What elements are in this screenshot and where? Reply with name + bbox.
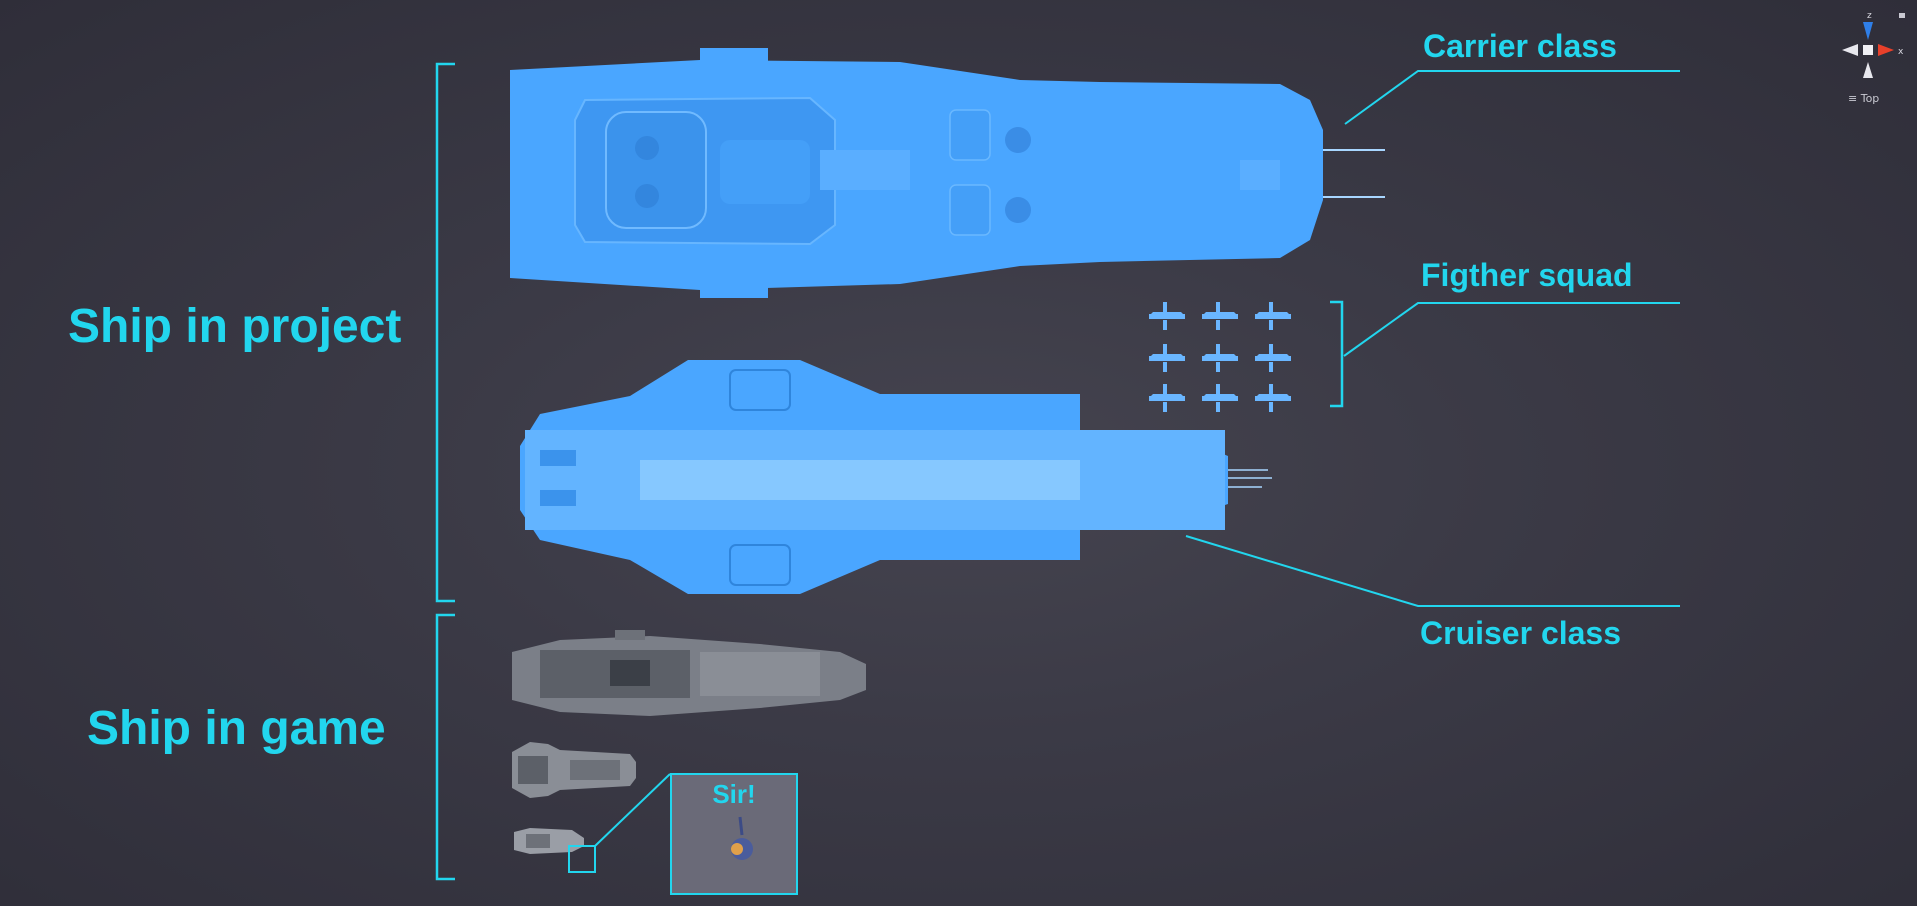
gizmo-center-cube-icon[interactable]: [1863, 45, 1873, 55]
project-bracket: [435, 62, 455, 603]
z-axis-arrow-icon[interactable]: [1863, 22, 1873, 40]
x-neg-arrow-icon[interactable]: [1842, 44, 1858, 56]
carrier-leader-line: [1344, 70, 1680, 125]
view-mode-text: Top: [1860, 92, 1880, 105]
x-axis-arrow-icon[interactable]: [1878, 44, 1894, 56]
game-ship-large[interactable]: [512, 630, 866, 716]
view-mode-label[interactable]: ≡ Top: [1848, 92, 1879, 105]
game-ship-medium[interactable]: [512, 742, 636, 798]
z-neg-arrow-icon[interactable]: [1863, 62, 1873, 78]
view-gizmo[interactable]: z x: [1836, 8, 1908, 108]
fighter-squad[interactable]: [1149, 302, 1291, 412]
cruiser-class-label: Cruiser class: [1420, 615, 1622, 651]
fighter-leader-line: [1343, 302, 1680, 357]
sir-text: Sir!: [712, 779, 756, 809]
cruiser-leader-line: [1185, 535, 1680, 607]
pilot-figure: [731, 816, 753, 860]
game-bracket: [435, 613, 455, 881]
leader-lines: [594, 70, 1680, 847]
ship-in-game-label: Ship in game: [87, 702, 386, 755]
fighter-bracket: [1330, 300, 1344, 408]
sir-zoom-panel[interactable]: Sir!: [670, 773, 798, 895]
carrier-ship[interactable]: [510, 48, 1385, 298]
x-axis-label: x: [1898, 47, 1904, 57]
carrier-class-label: Carrier class: [1423, 28, 1617, 64]
game-ship-small[interactable]: [514, 828, 584, 854]
menu-icon: ≡: [1848, 92, 1858, 105]
cruiser-ship[interactable]: [520, 360, 1272, 594]
lock-icon[interactable]: [1899, 13, 1905, 18]
fighter-squad-label: Figther squad: [1421, 257, 1633, 293]
z-axis-label: z: [1867, 11, 1872, 21]
sir-leader-line: [594, 773, 671, 847]
focus-square[interactable]: [568, 845, 596, 873]
ship-in-project-label: Ship in project: [68, 300, 402, 353]
